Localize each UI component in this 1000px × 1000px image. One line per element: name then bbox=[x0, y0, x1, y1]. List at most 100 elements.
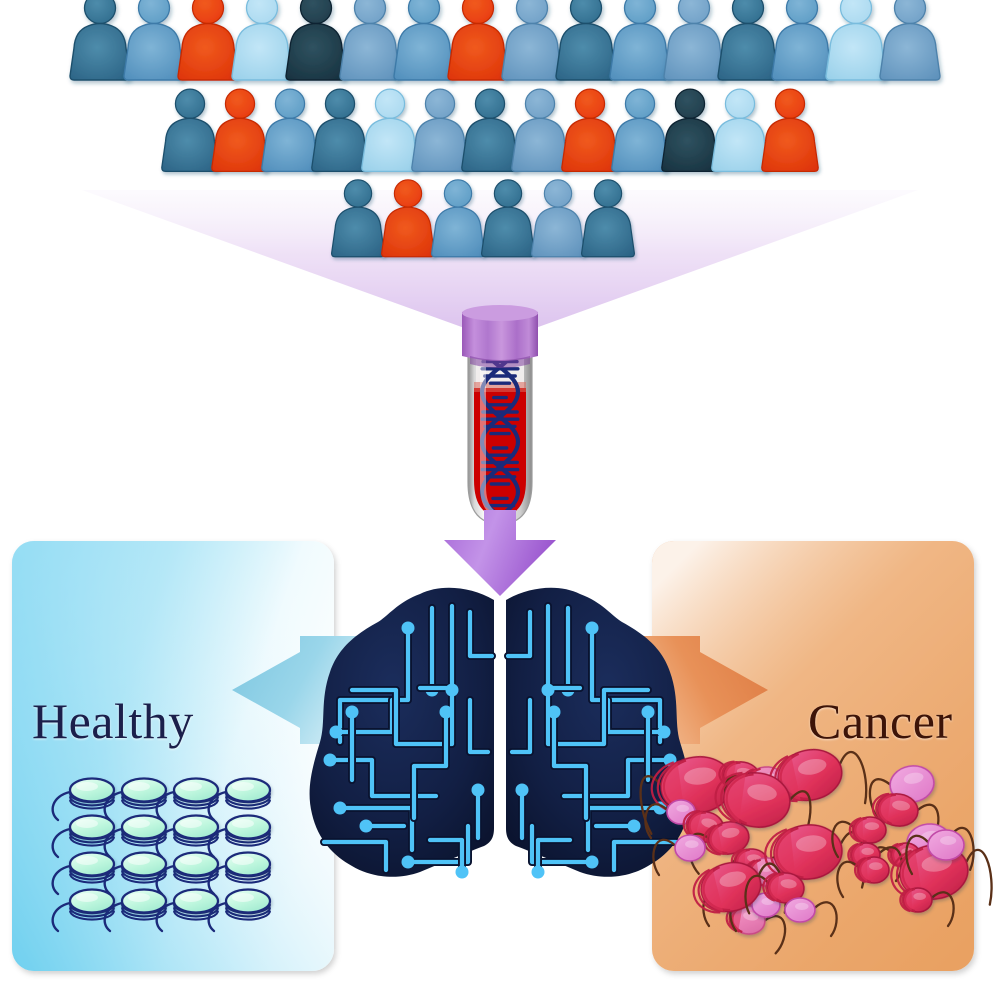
person-icon bbox=[380, 179, 436, 258]
healthy-cells bbox=[51, 777, 272, 933]
person-icon bbox=[211, 88, 269, 173]
person-icon bbox=[711, 88, 769, 173]
circuit-trace bbox=[611, 839, 679, 873]
healthy-cell bbox=[155, 888, 220, 933]
person-icon bbox=[447, 0, 509, 81]
person-icon bbox=[661, 88, 719, 173]
circuit-trace bbox=[505, 609, 533, 659]
healthy-cell bbox=[103, 777, 168, 822]
person-icon bbox=[461, 88, 519, 173]
healthy-cell bbox=[51, 777, 116, 822]
person-icon bbox=[330, 179, 386, 258]
circuit-trace bbox=[337, 625, 411, 745]
person-icon bbox=[285, 0, 347, 81]
person-icon bbox=[611, 88, 669, 173]
circuit-node bbox=[515, 783, 529, 797]
cancer-cell bbox=[871, 792, 940, 846]
person-icon bbox=[393, 0, 455, 81]
sample-collection-funnel bbox=[82, 190, 918, 330]
person-icon bbox=[430, 179, 486, 258]
circuit-node bbox=[471, 783, 485, 797]
circuit-node bbox=[359, 819, 373, 833]
healthy-cell bbox=[51, 814, 116, 859]
person-icon bbox=[555, 0, 617, 81]
healthy-cell bbox=[51, 888, 116, 933]
person-icon bbox=[717, 0, 779, 81]
circuit-node bbox=[585, 621, 599, 635]
healthy-cell bbox=[103, 851, 168, 896]
person-icon bbox=[663, 0, 725, 81]
person-icon bbox=[177, 0, 239, 81]
cancer-cell bbox=[836, 856, 890, 899]
circuit-node bbox=[547, 705, 561, 719]
healthy-cell bbox=[207, 888, 272, 933]
circuit-node bbox=[445, 683, 459, 697]
circuit-trace bbox=[589, 625, 663, 745]
cancer-cell bbox=[905, 829, 965, 876]
circuit-trace bbox=[427, 837, 465, 875]
person-icon bbox=[311, 88, 369, 173]
circuit-trace bbox=[467, 609, 495, 659]
person-icon bbox=[561, 88, 619, 173]
circuit-node bbox=[329, 725, 343, 739]
person-icon bbox=[511, 88, 569, 173]
person-icon bbox=[580, 179, 636, 258]
blood-sample-tube bbox=[462, 305, 538, 525]
healthy-cell bbox=[155, 777, 220, 822]
circuit-node bbox=[657, 725, 671, 739]
person-icon bbox=[609, 0, 671, 81]
healthy-cell bbox=[207, 851, 272, 896]
circuit-trace bbox=[349, 687, 455, 747]
circuit-node bbox=[455, 865, 469, 879]
person-icon bbox=[161, 88, 219, 173]
person-icon bbox=[501, 0, 563, 81]
circuit-node bbox=[641, 705, 655, 719]
circuit-node bbox=[401, 621, 415, 635]
circuit-node bbox=[439, 705, 453, 719]
circuit-trace bbox=[405, 823, 471, 865]
person-icon bbox=[339, 0, 401, 81]
circuit-trace bbox=[545, 687, 651, 747]
people-row-3 bbox=[330, 179, 636, 258]
circuit-node bbox=[585, 855, 599, 869]
circuit-trace bbox=[467, 697, 491, 755]
cancer-cell bbox=[831, 816, 887, 859]
person-icon bbox=[123, 0, 185, 81]
brain-circuit-traces bbox=[320, 602, 680, 879]
circuit-node bbox=[531, 865, 545, 879]
cancer-label: Cancer bbox=[808, 693, 953, 749]
person-icon bbox=[261, 88, 319, 173]
person-icon bbox=[825, 0, 887, 81]
circuit-node bbox=[627, 819, 641, 833]
circuit-node bbox=[333, 801, 347, 815]
healthy-cell bbox=[155, 814, 220, 859]
circuit-node bbox=[323, 753, 337, 767]
person-icon bbox=[69, 0, 131, 81]
person-icon bbox=[879, 0, 941, 81]
cancer-cell bbox=[784, 897, 838, 938]
cancer-cell bbox=[899, 887, 955, 928]
cancer-cell bbox=[768, 748, 868, 805]
person-icon bbox=[761, 88, 819, 173]
cancer-cell bbox=[744, 872, 805, 915]
circuit-node bbox=[345, 705, 359, 719]
person-icon bbox=[361, 88, 419, 173]
tube-cap bbox=[462, 305, 538, 368]
circuit-node bbox=[401, 855, 415, 869]
person-icon bbox=[411, 88, 469, 173]
cancer-cell bbox=[652, 834, 706, 877]
circuit-trace bbox=[529, 823, 595, 865]
people-row-2 bbox=[161, 88, 819, 173]
healthy-label: Healthy bbox=[32, 693, 194, 749]
circuit-trace bbox=[551, 709, 589, 821]
cancer-cells bbox=[639, 748, 993, 955]
healthy-cell bbox=[103, 888, 168, 933]
down-arrow-to-brain bbox=[444, 510, 556, 596]
circuit-trace bbox=[509, 697, 533, 755]
cancer-cell bbox=[714, 771, 812, 849]
circuit-node bbox=[541, 683, 555, 697]
